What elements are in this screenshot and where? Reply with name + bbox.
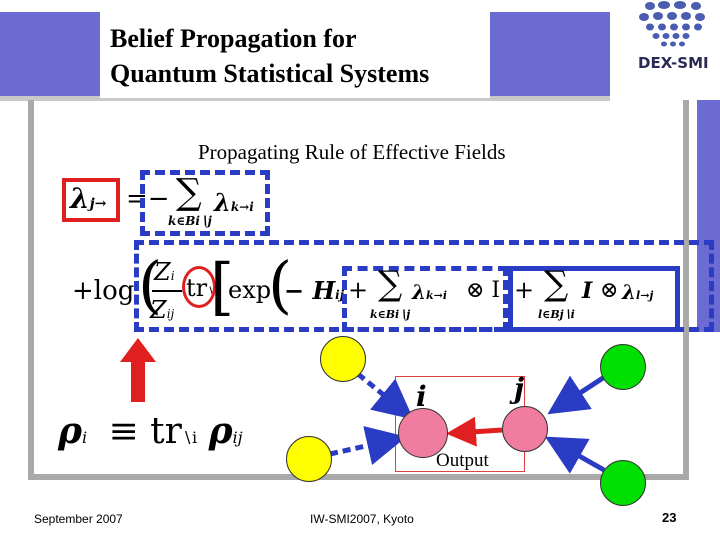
equiv-tr: ≡ tr (108, 411, 182, 452)
frame-left (28, 100, 34, 480)
equals-minus: =− (126, 184, 170, 214)
h-glyph: − H (284, 276, 336, 305)
node-green-top (600, 344, 646, 390)
paren-open-2: ( (268, 248, 293, 321)
sum-term-box (140, 170, 270, 236)
lambda-j-box (62, 178, 120, 222)
sum-symbol-3: ∑ (544, 264, 569, 304)
dex-smi-logo: DEX-SMI (636, 0, 720, 80)
lambda-l-j: λl→j (622, 280, 653, 304)
fraction-bar (152, 290, 182, 292)
lambda-glyph: λ (412, 280, 427, 304)
paren-open: ( (138, 248, 163, 321)
lambda-subscript: k→i (426, 289, 448, 302)
minus-h: − Hij (284, 276, 344, 305)
rho-subscript-2: ij (232, 428, 243, 447)
lambda-k-i-2: λk→i (412, 280, 447, 304)
lambda-glyph: λ (70, 182, 90, 215)
header-band-right (490, 12, 610, 98)
plus-log: +log (72, 276, 135, 306)
lambda-j-symbol: λj→ (70, 182, 106, 215)
edge-yellow-top-to-i (356, 372, 414, 420)
node-j (502, 406, 548, 452)
lambda-subscript: l→j (636, 289, 654, 302)
edge-green-top-to-j (547, 373, 608, 415)
z-glyph: Z (150, 296, 167, 324)
node-yellow-bottom (286, 436, 332, 482)
h-subscript: ij (335, 288, 345, 302)
lambda-subscript: k→i (230, 200, 254, 214)
title-box: Belief Propagation for Quantum Statistic… (100, 12, 490, 98)
slide-title-line2: Quantum Statistical Systems (110, 59, 430, 88)
footer-date: September 2007 (34, 512, 123, 526)
plus-1: + (348, 276, 369, 304)
red-up-arrow-icon (120, 338, 156, 402)
identity-i: I (582, 278, 593, 304)
sum-symbol-2: ∑ (378, 264, 403, 304)
slide-title-line1: Belief Propagation for (110, 24, 357, 53)
rho-glyph: ρ (58, 410, 82, 452)
node-yellow-top (320, 336, 366, 382)
bracket-open: [ (210, 250, 235, 323)
rho-subscript: i (81, 428, 88, 447)
lambda-subscript: j→ (89, 196, 107, 212)
sum-index-3: l∈Bj∖i (538, 308, 575, 321)
footer-conference: IW-SMI2007, Kyoto (310, 512, 414, 526)
node-i-label: i (416, 380, 427, 413)
outer-sum-box (508, 266, 680, 332)
rho-glyph-2: ρ (208, 410, 233, 452)
node-green-bottom (600, 460, 646, 506)
exp-function: exp (228, 276, 272, 304)
node-i (398, 408, 448, 458)
right-side-band (697, 100, 720, 332)
frame-bottom (28, 474, 689, 480)
sum-symbol-1: ∑ (176, 172, 202, 213)
lambda-glyph: λ (214, 188, 231, 217)
header-underline (0, 96, 610, 101)
sum-index-1: k∈Bi∖j (168, 214, 212, 228)
otimes-i-1: ⊗ I (466, 278, 501, 303)
z-subscript: ij (166, 307, 175, 321)
plus-2: + (514, 276, 535, 304)
tr-subscript: ∖i (181, 428, 198, 447)
lambda-k-i: λk→i (214, 188, 254, 217)
otimes-2: ⊗ (600, 278, 619, 303)
lambda-glyph: λ (622, 280, 637, 304)
header-band-left (0, 12, 100, 98)
edge-yellow-bottom-to-i (329, 425, 407, 466)
logo-text: DEX-SMI (638, 54, 709, 72)
trace-red-circle (182, 266, 216, 308)
z-subscript: i (170, 269, 175, 283)
inner-sum-box (342, 266, 508, 332)
output-label: Output (436, 450, 489, 471)
sum-index-2: k∈Bi∖j (370, 308, 411, 321)
node-j-label: j (514, 372, 525, 405)
rho-equation: ρi ≡ tr∖i ρij (58, 410, 243, 452)
slide-subtitle: Propagating Rule of Effective Fields (198, 140, 506, 164)
z-glyph: Z (154, 258, 171, 286)
page-number: 23 (662, 510, 677, 525)
edge-j-to-i (446, 416, 503, 447)
z-numerator: Zi (154, 258, 175, 286)
z-denominator: Zij (150, 296, 174, 324)
edge-green-bottom-to-j (544, 436, 606, 474)
frame-right (683, 100, 689, 480)
logo-dots-icon (639, 1, 705, 47)
